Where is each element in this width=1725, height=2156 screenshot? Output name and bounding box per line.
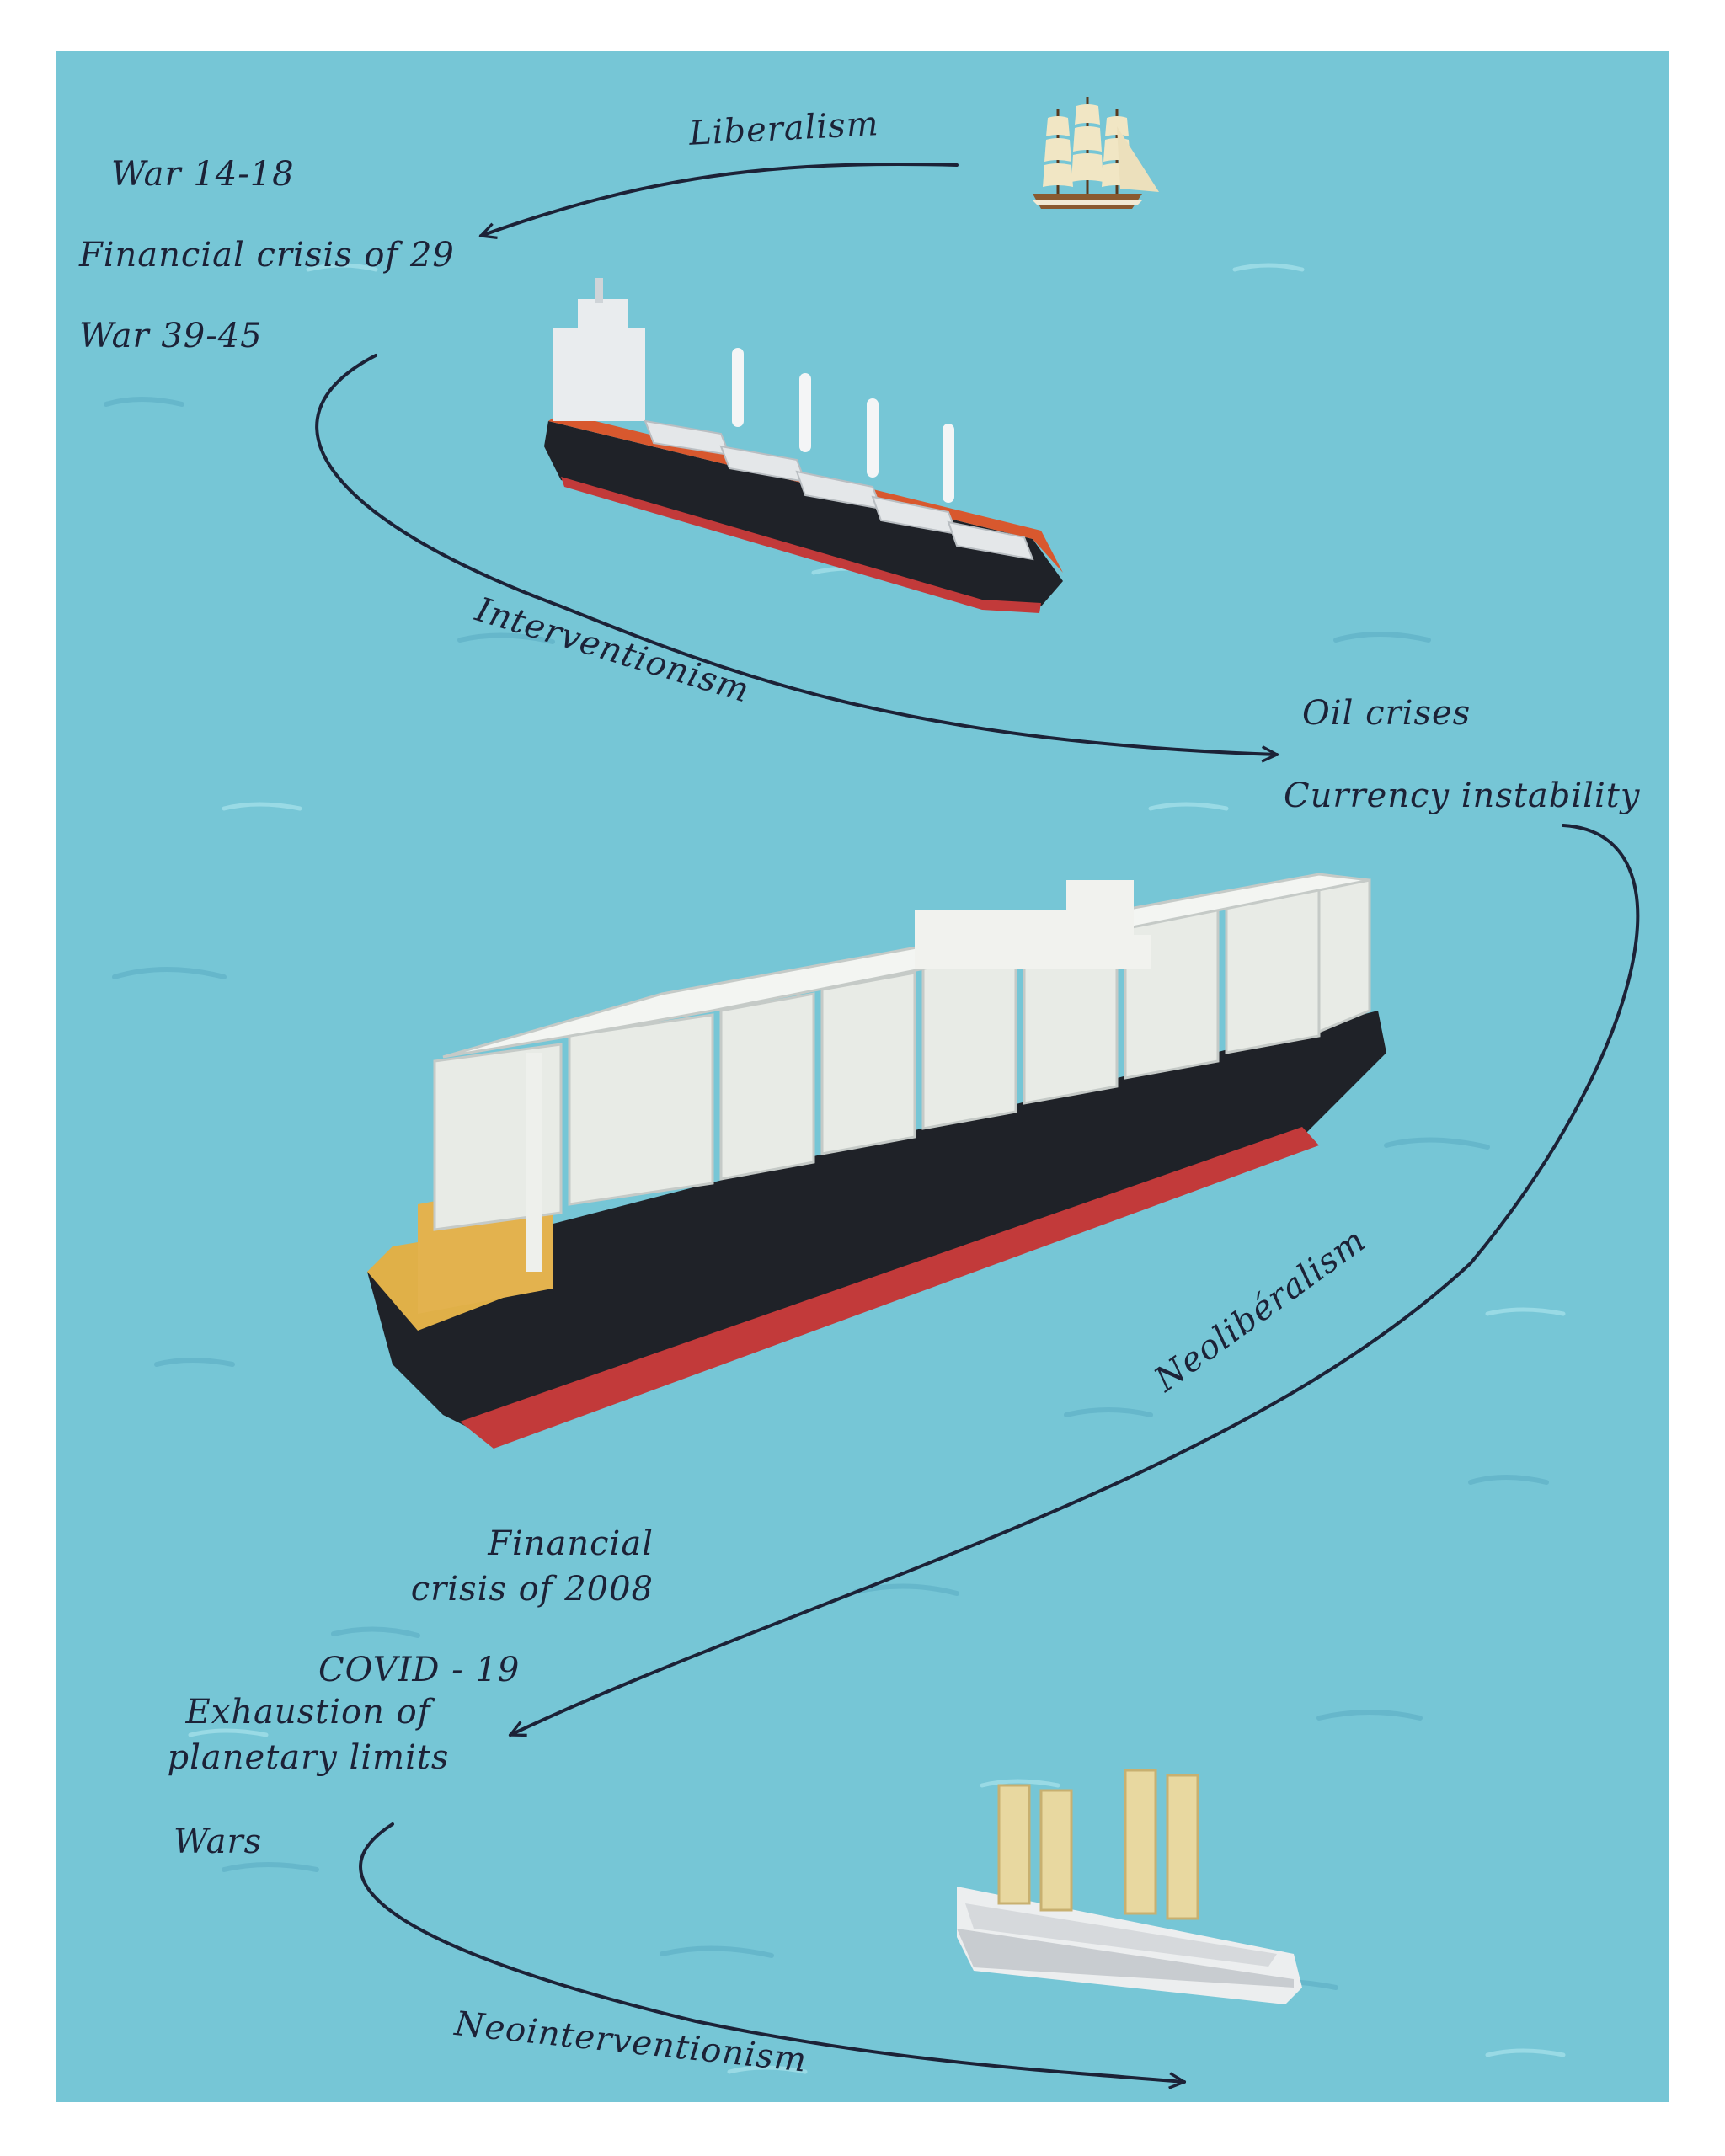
label-currency-instability: Currency instability	[1284, 776, 1641, 815]
liberalism-arrow	[481, 163, 959, 236]
sea-illustration	[56, 51, 1669, 2102]
label-financial-crisis-2008: Financial crisis of 2008	[376, 1524, 654, 1609]
label-oil-crises: Oil crises	[1302, 694, 1471, 733]
neoliberalism-arrow	[510, 824, 1640, 1735]
container-stacks	[433, 873, 1371, 1231]
label-wars: Wars	[174, 1822, 263, 1861]
illustration-canvas: Liberalism War 14-18 Financial crisis of…	[56, 51, 1669, 2102]
label-war-39-45: War 39-45	[79, 317, 263, 355]
label-exhaustion-planetary-limits: Exhaustion of planetary limits	[140, 1693, 477, 1777]
neointerventionism-arrow	[359, 1822, 1184, 2082]
interventionism-arrow	[315, 354, 1277, 755]
bulk-carrier	[544, 278, 1063, 613]
exhaustion-line2: planetary limits	[167, 1738, 450, 1777]
container-ship	[367, 873, 1386, 1449]
trajectory-arrows	[315, 163, 1640, 2082]
sail-assisted-ship	[957, 1769, 1302, 2004]
label-war-14-18: War 14-18	[111, 155, 295, 194]
exhaustion-line1: Exhaustion of	[185, 1693, 431, 1732]
financial-2008-line2: crisis of 2008	[410, 1570, 654, 1609]
label-covid-19: COVID - 19	[318, 1651, 521, 1689]
financial-2008-line1: Financial	[488, 1524, 654, 1563]
sailing-ship	[1033, 97, 1159, 209]
label-financial-crisis-29: Financial crisis of 29	[79, 236, 455, 275]
